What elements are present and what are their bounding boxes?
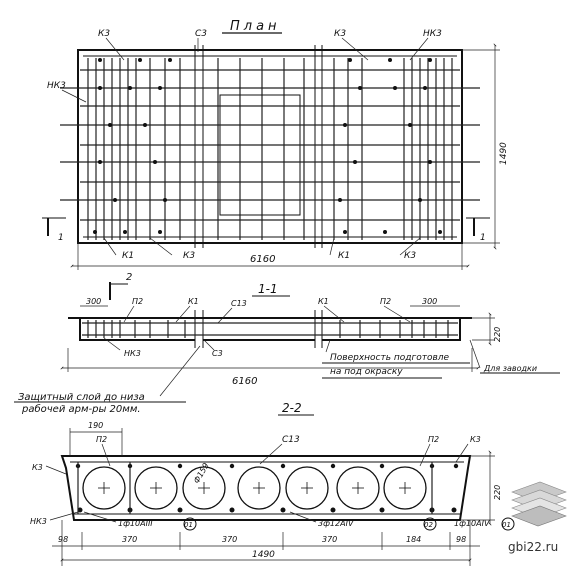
label-c3-top: С3 [195, 29, 207, 39]
note-cover-line2: рабочей арм-ры 20мм. [21, 403, 141, 415]
note-surface-line2: на под окраску [330, 367, 403, 377]
section11-stirrups [82, 320, 458, 338]
dim-370-3: 370 [322, 535, 337, 544]
mark-02: 02 [424, 521, 433, 529]
plan-dim-width: 1490 [462, 43, 509, 250]
section11-form-note: Для заводки [469, 339, 560, 374]
dim-1490: 1490 [252, 550, 275, 560]
section22-hollow-cores [82, 466, 427, 510]
watermark-text: gbi22.ru [508, 540, 558, 554]
section22-title: 2-2 [282, 401, 302, 415]
dim-300-left: 300 [86, 297, 101, 306]
mark-01b: 01 [502, 521, 511, 529]
label-p2-right: П2 [380, 297, 391, 306]
label-rebar-right: 1ф10АIV [454, 519, 490, 528]
section11-dim-length-value: 6160 [232, 376, 257, 387]
section22-dim-height: 220 [460, 450, 502, 526]
plan-dim-length: 6160 [70, 243, 470, 270]
section-2-2: 2-2 [30, 401, 515, 566]
dim-190: 190 [88, 421, 103, 430]
note-cover-line1: Защитный слой до низа [18, 392, 145, 403]
label-c3: С3 [212, 349, 223, 358]
label-k1-right: К1 [318, 297, 329, 306]
label-hole-dia: Ф159 [192, 461, 211, 485]
label-k1-bottom-right: К1 [338, 251, 350, 261]
label-k1-bottom-left: К1 [122, 251, 134, 261]
cover-note: Защитный слой до низа рабочей арм-ры 20м… [14, 345, 201, 415]
label-k3-bottom-right: К3 [404, 251, 416, 261]
section11-dim-height: 220 [472, 312, 502, 346]
label-rebar-left: 1ф10АIII [118, 519, 153, 528]
dim-length-value: 6160 [250, 254, 275, 265]
section22-rebar [75, 463, 459, 513]
plan-callouts: К3 С3 К3 НК3 НК3 К1 К3 К1 К3 [47, 29, 442, 261]
label-nk3: НК3 [124, 349, 141, 358]
cut-mark-left: 1 [58, 233, 64, 243]
cut-mark-2: 2 [126, 272, 132, 283]
label-p2-left: П2 [132, 297, 143, 306]
label-nk3-22: НК3 [30, 517, 47, 526]
plan-section-marks: 1 1 [42, 217, 490, 243]
plan-title: План [230, 19, 281, 34]
plan-view: План [42, 19, 509, 270]
note-form: Для заводки [483, 364, 537, 373]
label-nk3-top-right: НК3 [423, 29, 442, 39]
dim-width-value: 1490 [499, 142, 509, 165]
mark-01: 01 [184, 521, 193, 529]
section11-surface-note: Поверхность подготовле на под окраску [322, 339, 470, 379]
plan-slab-outline [77, 49, 463, 244]
dim-220-22: 220 [493, 485, 502, 500]
dim-98-right: 98 [456, 535, 466, 544]
plan-right-cage [333, 58, 453, 240]
plan-rebar-dots [93, 58, 442, 234]
section22-bottom-dims: 98 370 370 370 184 98 1490 [52, 520, 480, 566]
label-nk3-left: НК3 [47, 81, 66, 91]
dim-220: 220 [493, 327, 502, 342]
label-k3-right-22: К3 [470, 435, 481, 444]
label-k1-left: К1 [188, 297, 199, 306]
cut-mark-right: 1 [480, 233, 486, 243]
label-k3-left-22: К3 [32, 463, 43, 472]
dim-184: 184 [406, 535, 421, 544]
label-p2-right-22: П2 [428, 435, 439, 444]
label-k3-top-left: К3 [98, 29, 110, 39]
dim-300-right: 300 [422, 297, 437, 306]
watermark-logo: gbi22.ru [508, 481, 567, 554]
label-c13-22: С13 [282, 435, 300, 445]
label-p2-left-22: П2 [96, 435, 107, 444]
plan-longitudinal-bars [60, 69, 480, 221]
label-k3-top-right: К3 [334, 29, 346, 39]
section11-dim-length: 6160 [60, 348, 480, 387]
section11-title: 1-1 [258, 282, 278, 296]
plan-left-cage [87, 58, 181, 240]
section11-outline [68, 317, 472, 341]
label-rebar-mid: 3ф12АIV [318, 519, 354, 528]
label-k3-bottom-left: К3 [183, 251, 195, 261]
section-1-1: 1-1 2 300 П2 [14, 272, 560, 415]
label-c13: С13 [231, 299, 247, 308]
plan-middle-mesh [217, 58, 305, 240]
dim-370-2: 370 [222, 535, 237, 544]
section11-callouts: 300 П2 К1 С13 К1 П2 300 НК3 С3 [80, 297, 460, 358]
dim-98-left: 98 [58, 535, 68, 544]
dim-370-1: 370 [122, 535, 137, 544]
note-surface-line1: Поверхность подготовле [330, 353, 450, 363]
